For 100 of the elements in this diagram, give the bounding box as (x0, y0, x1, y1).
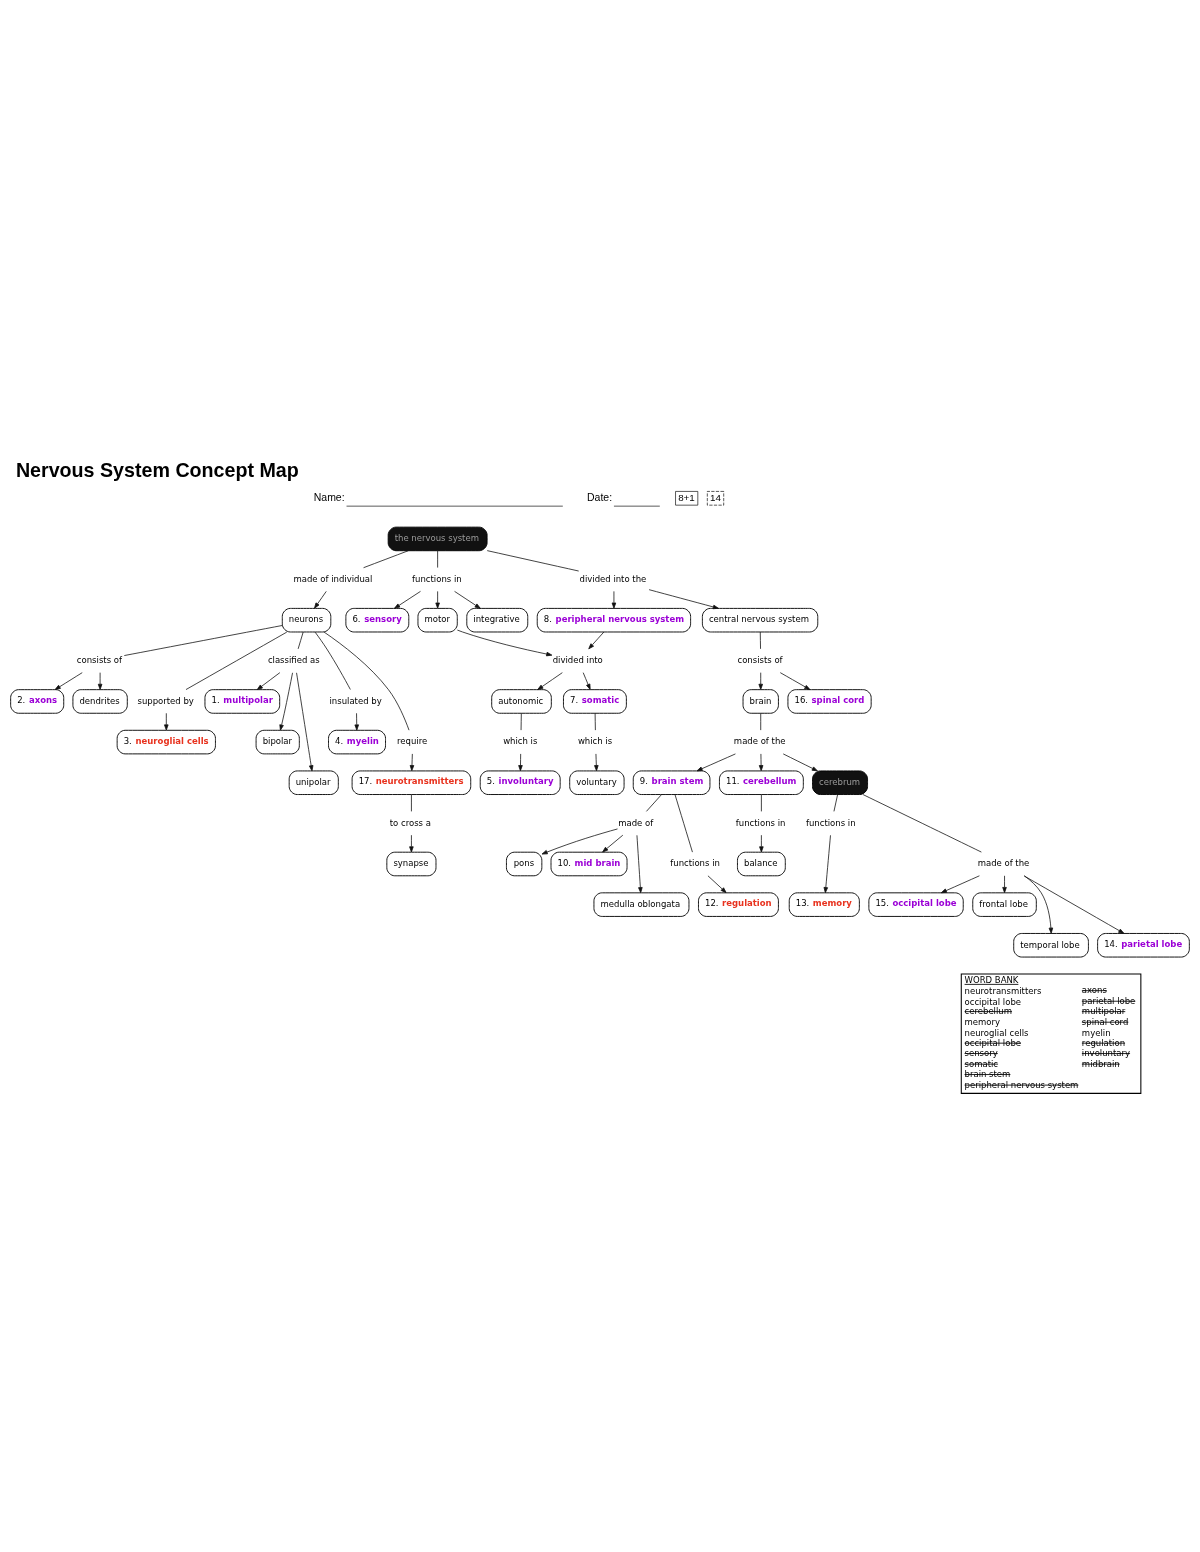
arrow (648, 588, 719, 609)
node-text: made of (618, 817, 654, 828)
label: Date: (587, 491, 613, 503)
arrow (758, 753, 764, 771)
node-box: 6. sensory (345, 607, 410, 632)
connector (760, 712, 762, 730)
arrow (279, 671, 293, 731)
node-text: which is (577, 735, 613, 746)
arrow (456, 629, 553, 656)
connector (833, 793, 838, 812)
node-text: insulated by (329, 695, 382, 706)
node-box: balance (737, 851, 786, 876)
arrow (454, 590, 481, 609)
arrow (582, 671, 591, 690)
node-text: to cross a (389, 817, 431, 828)
node-text: divided into the (579, 573, 647, 584)
node-box: central nervous system (701, 607, 819, 632)
arrow (782, 753, 818, 771)
label: 14 (709, 491, 721, 503)
arrow (537, 671, 563, 690)
arrow (594, 753, 599, 771)
node-text: consists of (76, 654, 122, 665)
node-box: 2. axons (10, 688, 65, 714)
connector (761, 793, 762, 812)
arrow (409, 753, 415, 771)
node-text: require (396, 735, 428, 746)
node-box: cerebrum (812, 769, 868, 795)
node-text: made of the (977, 857, 1030, 868)
arrow (314, 590, 327, 609)
connector (123, 624, 283, 656)
arrow (696, 753, 736, 771)
node-text: functions in (412, 573, 462, 584)
connector (759, 631, 761, 649)
node-text: divided into (552, 654, 603, 665)
label: Name: (313, 491, 345, 503)
arrow (296, 671, 314, 771)
node-box: 13. memory (788, 891, 860, 917)
node-text: functions in (805, 817, 856, 828)
connector (297, 631, 304, 649)
node-box: unipolar (288, 769, 339, 795)
arrow (779, 671, 811, 690)
node-box: bipolar (255, 729, 300, 754)
node-box: 15. occipital lobe (868, 891, 964, 917)
arrow (54, 671, 83, 690)
node-text: which is (503, 735, 538, 746)
node-box: synapse (386, 851, 437, 876)
node-box: integrative (466, 607, 529, 632)
arrow (602, 834, 624, 852)
node-box: medulla oblongata (593, 891, 690, 917)
connector (363, 549, 409, 568)
node-box: 5. involuntary (479, 769, 561, 795)
arrow (97, 671, 103, 690)
arrow (394, 590, 421, 609)
connector (646, 793, 662, 812)
connector (437, 549, 439, 568)
arrow (435, 590, 440, 609)
connector (185, 631, 288, 690)
node-text: made of individual (293, 573, 373, 584)
node-box: brain (742, 688, 779, 714)
node-box: 16. spinal cord (787, 688, 872, 714)
node-text: supported by (137, 695, 194, 706)
node-box: 8. peripheral nervous system (536, 607, 692, 632)
arrow (354, 712, 359, 730)
arrow (1023, 875, 1125, 934)
arrow (636, 834, 643, 893)
node-box: the nervous system (387, 526, 488, 551)
arrow (940, 874, 980, 893)
node-box: 3. neuroglial cells (116, 729, 216, 754)
arrow (707, 874, 727, 893)
node-box: 17. neurotransmitters (351, 769, 472, 795)
connector (594, 712, 596, 730)
connector (674, 793, 693, 852)
connector (323, 631, 410, 731)
node-text: classified as (267, 654, 320, 665)
node-box: 7. somatic (563, 688, 627, 714)
label: 8+1 (678, 491, 695, 503)
node-box: 14. parietal lobe (1097, 932, 1190, 957)
node-box: 10. mid brain (550, 851, 628, 876)
arrow (256, 671, 281, 690)
node-box: WORD BANK neurotransmitters axons occipital lobe parietal lobe cerebellum multipolar memory spinal cord neuroglial cells myelin occipital lobe regulation sensory involuntary somatic midbrain brain stem peripheral nervous system (960, 973, 1142, 1094)
arrow (823, 834, 831, 893)
node-box: pons (506, 851, 543, 876)
node-box: 11. cerebellum (719, 769, 804, 795)
arrow (1002, 874, 1007, 893)
connector (314, 631, 351, 690)
connector (862, 793, 982, 852)
node-box: neurons (281, 607, 332, 632)
node-box: frontal lobe (972, 891, 1037, 917)
arrow (409, 834, 414, 852)
node-box: 4. myelin (328, 729, 386, 754)
node-text: made of the (733, 735, 786, 746)
connector (411, 793, 412, 812)
node-box: 9. brain stem (632, 769, 711, 795)
node-text: functions in (735, 817, 786, 828)
node-box: dendrites (72, 688, 128, 714)
node-box: motor (417, 607, 458, 632)
node-text: functions in (670, 857, 720, 868)
arrow (518, 753, 523, 771)
arrow (1023, 874, 1054, 934)
node-box: voluntary (569, 769, 625, 795)
